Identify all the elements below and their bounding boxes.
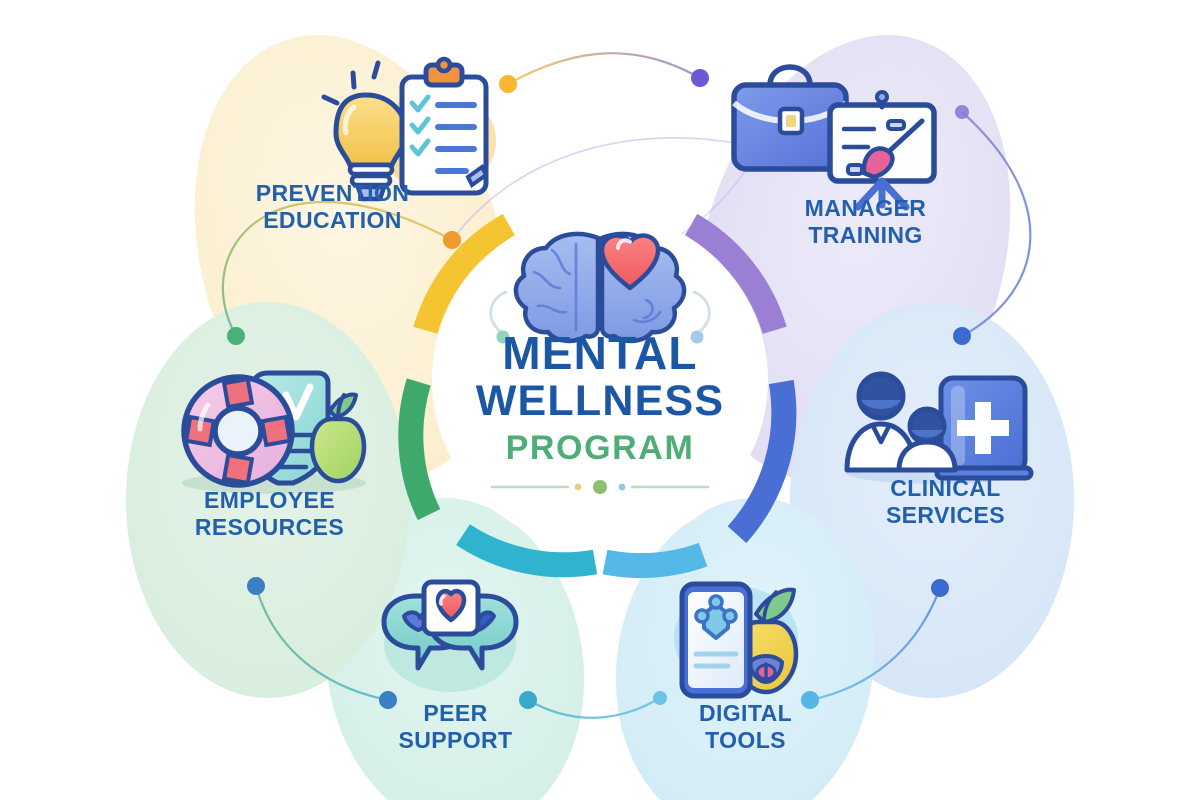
center-title-line2: WELLNESS <box>475 377 725 425</box>
ring-segment-peer-support <box>456 524 598 578</box>
petal-bg-employee-resources <box>126 302 410 698</box>
title-divider <box>490 480 710 494</box>
connector-arc-peer-to-employee <box>254 585 389 702</box>
connector-dot-clinical-services-2 <box>931 579 949 597</box>
connector-dot-peer-support <box>519 691 537 709</box>
connector-dot-prevention-education <box>499 75 517 93</box>
connector-arc-employee-to-prevention <box>221 200 453 337</box>
connector-dots <box>227 69 971 709</box>
connector-dot-clinical-services <box>953 327 971 345</box>
color-ring <box>398 213 797 579</box>
connector-dot-peer-support-2 <box>379 691 397 709</box>
connector-dot-manager-training-2 <box>955 105 969 119</box>
connector-arc-digital-to-peer <box>527 697 661 719</box>
connector-dot-employee-resources <box>247 577 265 595</box>
connector-dot-digital-tools-2 <box>653 691 667 705</box>
ring-segment-employee-resources <box>398 378 441 521</box>
ring-segment-prevention-education-b <box>413 248 477 335</box>
lightbulb-clipboard-icon <box>321 56 496 202</box>
speech-bubbles-heart-icon <box>381 579 519 692</box>
briefcase-presentation-icon <box>731 64 937 211</box>
brain-heart-icon <box>489 231 711 344</box>
doctor-patient-medical-card-icon <box>844 371 1034 484</box>
connector-arc-clinical-to-digital <box>809 587 942 702</box>
connector-dot-employee-resources-2 <box>227 327 245 345</box>
center-title-line1: MENTAL <box>502 327 698 379</box>
connector-arc-prevention-to-center <box>451 137 761 241</box>
connector-arc-manager-to-clinical <box>961 111 1032 337</box>
center-title: MENTAL WELLNESS PROGRAM <box>430 330 770 468</box>
lifebuoy-shield-apple-icon <box>181 370 367 494</box>
connector-dot-digital-tools <box>801 691 819 709</box>
connector-dot-manager-training <box>691 69 709 87</box>
connector-arc-prevention-to-manager <box>507 52 701 85</box>
ring-segment-digital-tools <box>602 542 708 579</box>
smartphone-apple-icon <box>674 581 799 699</box>
connector-dot-prevention-education-2 <box>443 231 461 249</box>
ring-segment-prevention-education <box>457 213 516 267</box>
center-title-line3: PROGRAM <box>505 429 695 467</box>
ring-segment-manager-training <box>684 213 787 335</box>
ring-segment-clinical-services <box>727 379 797 543</box>
